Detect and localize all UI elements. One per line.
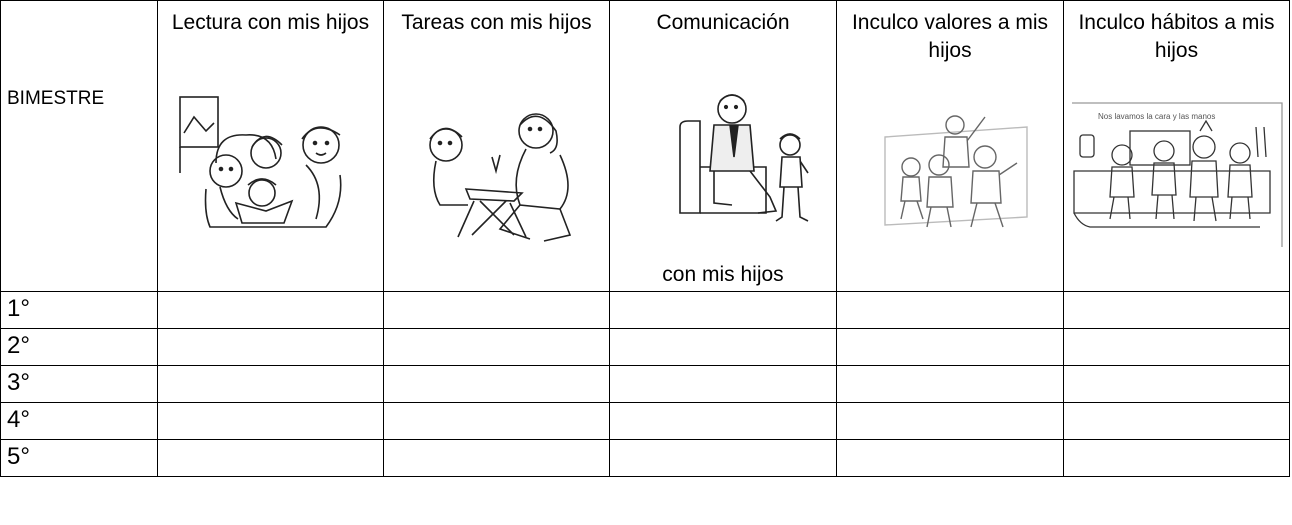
homework-illustration — [410, 109, 586, 245]
table-cell[interactable] — [383, 291, 610, 329]
corner-cell: BIMESTRE — [0, 0, 158, 292]
table-cell[interactable] — [157, 328, 384, 366]
row-label: 2° — [0, 328, 158, 366]
column-title: Tareas con mis hijos — [401, 11, 592, 34]
column-subtitle: con mis hijos — [662, 263, 784, 286]
bimestre-label: BIMESTRE — [7, 88, 105, 109]
table-row: 3° — [0, 365, 1290, 403]
table-cell[interactable] — [157, 291, 384, 329]
washing-hands-illustration: Nos lavamos la cara y las manos — [1070, 101, 1284, 249]
table-cell[interactable] — [157, 365, 384, 403]
table-cell[interactable] — [1063, 291, 1290, 329]
table-cell[interactable] — [609, 328, 837, 366]
table-cell[interactable] — [383, 328, 610, 366]
illustration-caption: Nos lavamos la cara y las manos — [1098, 112, 1215, 121]
table-row: 1° — [0, 291, 1290, 329]
family-values-illustration — [881, 107, 1031, 233]
table-cell[interactable] — [609, 402, 837, 440]
header-tareas: Tareas con mis hijos — [383, 0, 610, 292]
table-cell[interactable] — [836, 402, 1064, 440]
table-cell[interactable] — [836, 291, 1064, 329]
table-cell[interactable] — [609, 439, 837, 477]
column-title: Inculco hábitos a mis hijos — [1078, 11, 1275, 62]
table-cell[interactable] — [383, 402, 610, 440]
table-cell[interactable] — [609, 365, 837, 403]
table-cell[interactable] — [609, 291, 837, 329]
column-title: Comunicación — [656, 11, 790, 34]
table-row: 2° — [0, 328, 1290, 366]
table-cell[interactable] — [1063, 328, 1290, 366]
table-row: 4° — [0, 402, 1290, 440]
row-label: 3° — [0, 365, 158, 403]
row-label: 1° — [0, 291, 158, 329]
table-cell[interactable] — [157, 402, 384, 440]
table-cell[interactable] — [1063, 439, 1290, 477]
father-son-talking-illustration — [674, 87, 814, 227]
table-cell[interactable] — [1063, 402, 1290, 440]
column-title: Inculco valores a mis hijos — [851, 11, 1049, 62]
header-comunicacion: Comunicación — [609, 0, 837, 292]
header-valores: Inculco valores a mis hijos — [836, 0, 1064, 292]
table-cell[interactable] — [836, 439, 1064, 477]
header-habitos: Inculco hábitos a mis hijos Nos lavamos … — [1063, 0, 1290, 292]
row-label: 4° — [0, 402, 158, 440]
table-cell[interactable] — [1063, 365, 1290, 403]
family-reading-illustration — [176, 93, 364, 233]
bimestre-table: BIMESTRE Lectura con mis hijos — [0, 0, 1290, 477]
table-cell[interactable] — [383, 439, 610, 477]
table-cell[interactable] — [157, 439, 384, 477]
table-row: 5° — [0, 439, 1290, 477]
table-cell[interactable] — [383, 365, 610, 403]
header-lectura: Lectura con mis hijos — [157, 0, 384, 292]
row-label: 5° — [0, 439, 158, 477]
column-title: Lectura con mis hijos — [171, 11, 370, 34]
table-cell[interactable] — [836, 365, 1064, 403]
header-row: BIMESTRE Lectura con mis hijos — [0, 0, 1290, 292]
table-cell[interactable] — [836, 328, 1064, 366]
